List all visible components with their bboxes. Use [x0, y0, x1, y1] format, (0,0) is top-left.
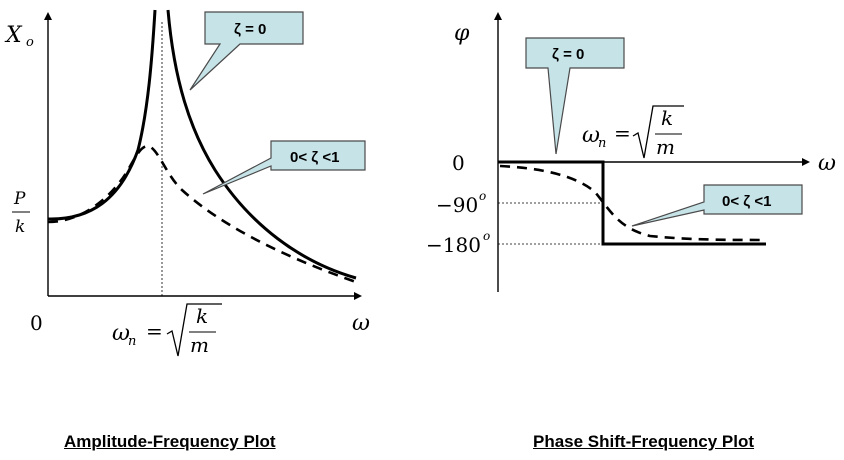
undamped-amplitude-curve-right [166, 9, 357, 280]
static-deflection-numerator: P [13, 189, 26, 209]
callout-damped-amplitude-text: 0< ζ <1 [290, 149, 339, 166]
static-deflection-denominator: k [15, 217, 25, 237]
phase-x-axis-label: ω [818, 151, 836, 176]
phase-plot: φ ω 0 −90 o −180 o ω n = k m ζ = 0 0< ζ … [426, 12, 836, 292]
amplitude-y-axis-label: X [4, 23, 23, 48]
amplitude-origin-label: 0 [30, 311, 43, 335]
phase-formula-omega-sub: n [598, 136, 606, 151]
phase-formula-denominator: m [656, 135, 675, 159]
formula-numerator: k [196, 304, 208, 328]
phase-tick-minus-90-degree: o [479, 189, 486, 203]
phase-formula-radical [632, 105, 684, 159]
phase-tick-minus-90: −90 [436, 193, 478, 217]
amplitude-x-axis-label: ω [352, 311, 370, 336]
phase-plot-caption: Phase Shift-Frequency Plot [533, 432, 755, 451]
formula-equals: = [146, 319, 163, 343]
phase-tick-zero: 0 [452, 151, 465, 175]
callout-damped-phase-text: 0< ζ <1 [722, 193, 771, 210]
amplitude-plot-caption: Amplitude-Frequency Plot [64, 432, 276, 451]
phase-formula-numerator: k [661, 106, 673, 130]
undamped-phase-curve [498, 160, 766, 246]
phase-formula-omega: ω [582, 123, 600, 148]
callout-damped-phase: 0< ζ <1 [631, 184, 803, 227]
formula-radical [166, 303, 222, 357]
callout-undamped-amplitude: ζ = 0 [189, 11, 304, 91]
damped-amplitude-curve [47, 144, 357, 284]
callout-undamped-amplitude-text: ζ = 0 [234, 21, 266, 38]
amplitude-y-axis-label-sub: o [26, 35, 34, 50]
phase-natural-frequency-formula: ω n = k m [582, 105, 684, 159]
callout-undamped-phase-text: ζ = 0 [552, 46, 584, 63]
phase-tick-minus-180: −180 [426, 233, 481, 257]
phase-y-axis-label: φ [454, 21, 470, 46]
undamped-amplitude-curve [47, 9, 157, 221]
phase-tick-minus-180-degree: o [483, 229, 490, 243]
phase-formula-equals: = [614, 121, 631, 145]
formula-omega-sub: n [128, 334, 136, 349]
natural-frequency-formula: ω n = k m [112, 303, 222, 357]
formula-denominator: m [190, 333, 209, 357]
callout-undamped-phase: ζ = 0 [525, 37, 625, 155]
formula-omega: ω [112, 321, 130, 346]
amplitude-plot: X o P k 0 ω ω n = k m ζ = 0 0< ζ <1 [4, 9, 370, 357]
callout-damped-amplitude: 0< ζ <1 [202, 140, 366, 195]
damped-phase-curve [499, 164, 767, 242]
